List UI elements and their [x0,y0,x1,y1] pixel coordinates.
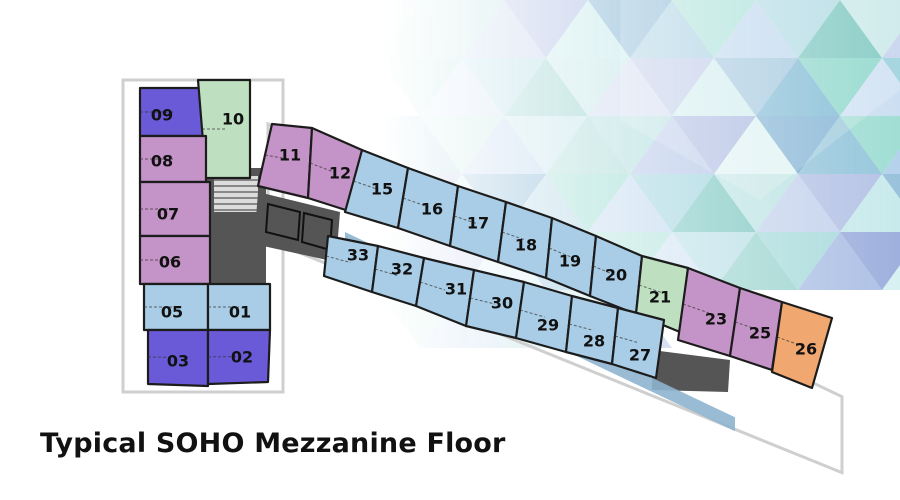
unit-label-03: 03 [167,352,189,371]
units-layer [138,78,834,390]
unit-labels: 09 10 08 07 06 05 01 03 02 11 12 15 16 17 18 19 20 21 23 25… [151,106,817,371]
unit-label-32: 32 [391,260,413,279]
unit-label-18: 18 [515,236,537,255]
unit-label-26: 26 [795,340,817,359]
unit-label-25: 25 [749,324,771,343]
unit-label-02: 02 [231,348,253,367]
service-core [652,350,730,392]
unit-label-12: 12 [329,164,351,183]
unit-label-10: 10 [222,110,244,129]
unit-label-23: 23 [705,310,727,329]
unit-label-27: 27 [629,346,651,365]
unit-label-16: 16 [421,200,443,219]
unit-label-17: 17 [467,214,489,233]
plan-caption: Typical SOHO Mezzanine Floor [40,428,506,459]
unit-label-09: 09 [151,106,173,125]
unit-label-30: 30 [491,294,513,313]
unit-27 [610,306,666,380]
unit-label-06: 06 [159,253,181,272]
unit-label-33: 33 [347,246,369,265]
stair-well [214,176,258,212]
unit-label-21: 21 [649,288,671,307]
unit-label-07: 07 [157,205,179,224]
unit-label-19: 19 [559,252,581,271]
lift-core [254,192,340,262]
unit-label-01: 01 [229,303,251,322]
unit-label-29: 29 [537,316,559,335]
unit-label-05: 05 [161,303,183,322]
unit-02 [206,328,272,386]
unit-label-11: 11 [279,146,301,165]
unit-label-28: 28 [583,332,605,351]
unit-label-15: 15 [371,180,393,199]
unit-label-20: 20 [605,266,627,285]
unit-label-08: 08 [151,152,173,171]
unit-26 [770,300,834,390]
unit-label-31: 31 [445,280,467,299]
unit-03 [146,328,210,388]
